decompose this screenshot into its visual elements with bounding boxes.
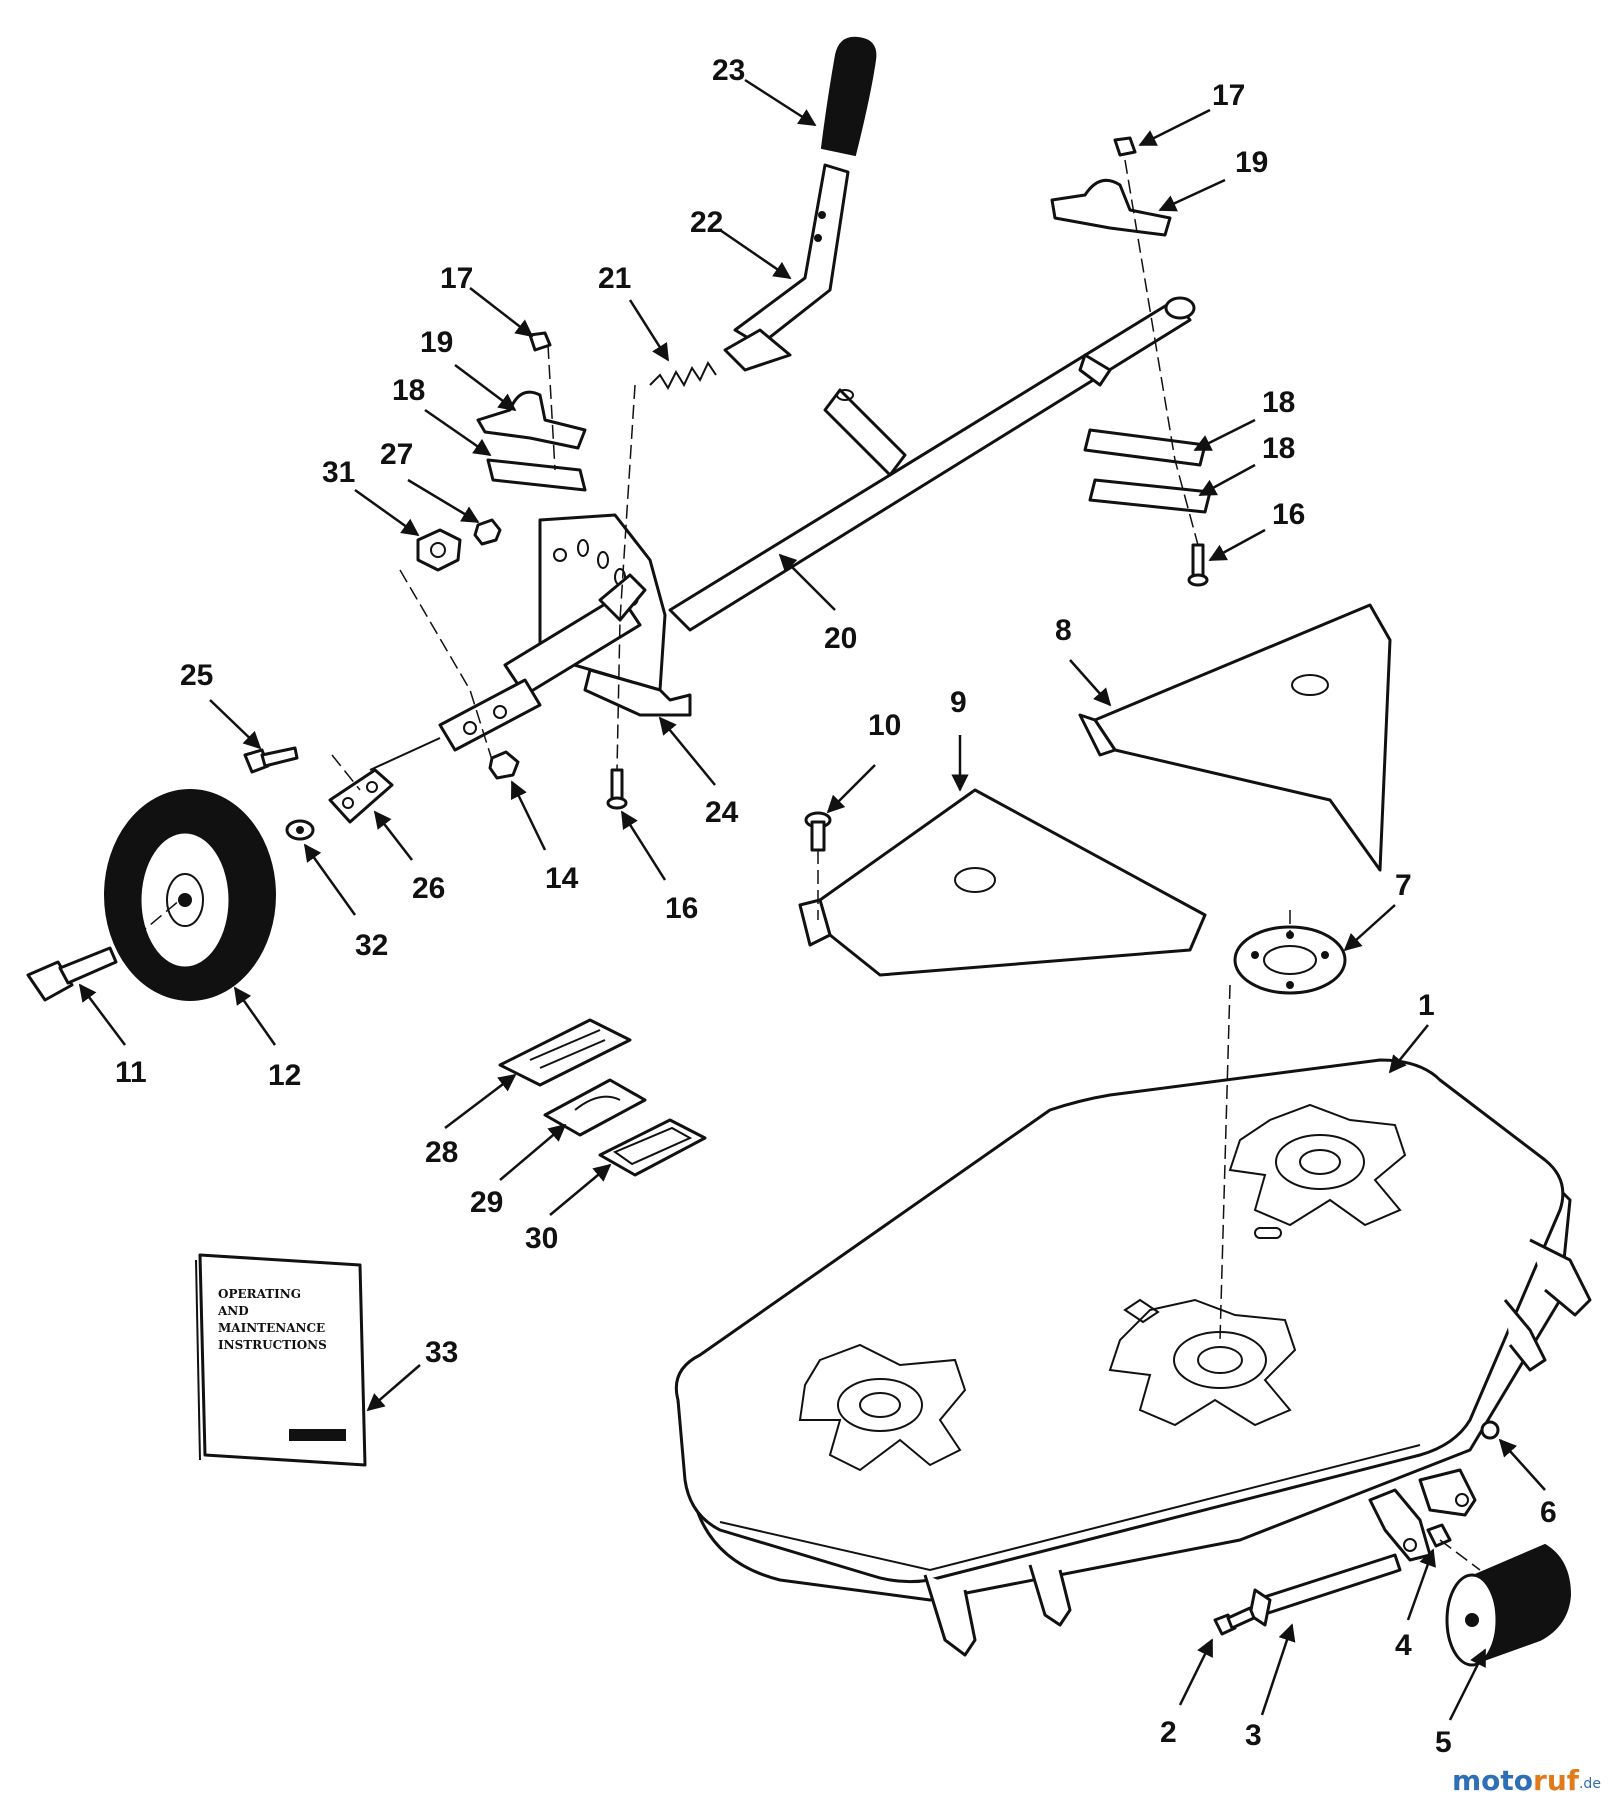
washer-4[interactable] [1426,1523,1452,1548]
callout-18-right-bottom: 18 [1262,432,1295,465]
callout-26: 26 [412,872,445,905]
manual-title-line3: MAINTENANCE [218,1321,325,1335]
screw-16-center[interactable] [606,768,628,810]
manual-title-line1: OPERATING [218,1287,301,1301]
nut-14[interactable] [488,750,520,780]
callout-18-left: 18 [392,374,425,407]
callout-20: 20 [824,622,857,655]
watermark-part1: moto [1452,1764,1533,1797]
callout-7: 7 [1395,869,1412,902]
watermark-suffix: .de [1579,1776,1601,1792]
svg-text:motoruf.de: motoruf.de [1452,1764,1601,1797]
callout-14: 14 [545,862,579,895]
callout-4: 4 [1395,1629,1412,1662]
leader-lines [78,78,1546,1721]
callout-32: 32 [355,929,388,962]
watermark-part2: ruf [1533,1764,1580,1797]
callout-21: 21 [598,262,631,295]
callout-29: 29 [470,1186,503,1219]
assembly-lines [119,159,1481,1571]
bolt-2[interactable] [1213,1606,1256,1636]
link-plate[interactable] [328,768,394,824]
lift-link-assembly[interactable] [369,573,647,771]
lever-grip[interactable] [820,36,877,157]
bolt-10[interactable] [804,811,832,852]
nut-27[interactable] [473,518,502,546]
nut-6[interactable] [1480,1420,1500,1440]
callout-11: 11 [115,1056,147,1089]
callout-16-center: 16 [665,892,698,925]
clamp-right[interactable] [1050,136,1212,514]
callout-17-right: 17 [1212,79,1245,112]
callout-2: 2 [1160,1716,1177,1749]
bolt-25[interactable] [243,746,299,774]
decal-30[interactable] [598,1118,707,1177]
callout-6: 6 [1540,1496,1557,1529]
callout-5: 5 [1435,1726,1452,1759]
callout-3: 3 [1245,1719,1262,1752]
callout-19-right: 19 [1235,146,1268,179]
callout-30: 30 [525,1222,558,1255]
spindle-flange[interactable] [1233,925,1347,995]
shield-right[interactable] [1078,603,1392,872]
gauge-wheel[interactable] [104,789,276,1001]
callout-17-left: 17 [440,262,473,295]
manual-title-line2: AND [217,1304,249,1318]
callout-1: 1 [1418,989,1435,1022]
callout-27: 27 [380,438,413,471]
roller-axle[interactable] [1248,1553,1402,1627]
callout-16-right: 16 [1272,498,1305,531]
operating-manual[interactable]: OPERATING AND MAINTENANCE INSTRUCTIONS [195,1253,367,1467]
watermark-logo: motoruf.de [1452,1764,1601,1797]
decal-29[interactable] [543,1078,647,1137]
callout-8: 8 [1055,614,1072,647]
nut-31[interactable] [416,528,462,572]
callout-24: 24 [705,796,739,829]
callout-25: 25 [180,659,213,692]
clamp-left[interactable] [476,331,587,492]
callout-23: 23 [712,54,745,87]
callout-12: 12 [268,1059,301,1092]
callout-31: 31 [322,456,355,489]
axle-bolt[interactable] [26,946,118,1002]
anti-scalp-roller[interactable] [1445,1543,1572,1667]
mower-deck[interactable] [674,1058,1592,1657]
callout-19-left: 19 [420,326,453,359]
callout-numbers: 23 22 21 17 19 18 27 31 17 19 18 18 16 2… [115,54,1557,1759]
screw-16-right[interactable] [1187,543,1209,587]
manual-title-line4: INSTRUCTIONS [218,1338,327,1352]
lift-shaft[interactable] [668,296,1196,632]
lift-lever[interactable] [723,163,850,372]
shield-left[interactable] [798,788,1207,977]
callout-9: 9 [950,686,967,719]
callout-18-right-top: 18 [1262,386,1295,419]
roller-bracket[interactable] [1368,1468,1477,1562]
callout-28: 28 [425,1136,458,1169]
callout-10: 10 [868,709,901,742]
callout-33: 33 [425,1336,458,1369]
spring[interactable] [649,360,717,391]
decal-28[interactable] [498,1018,632,1087]
callout-22: 22 [690,206,723,239]
washer[interactable] [285,819,315,841]
